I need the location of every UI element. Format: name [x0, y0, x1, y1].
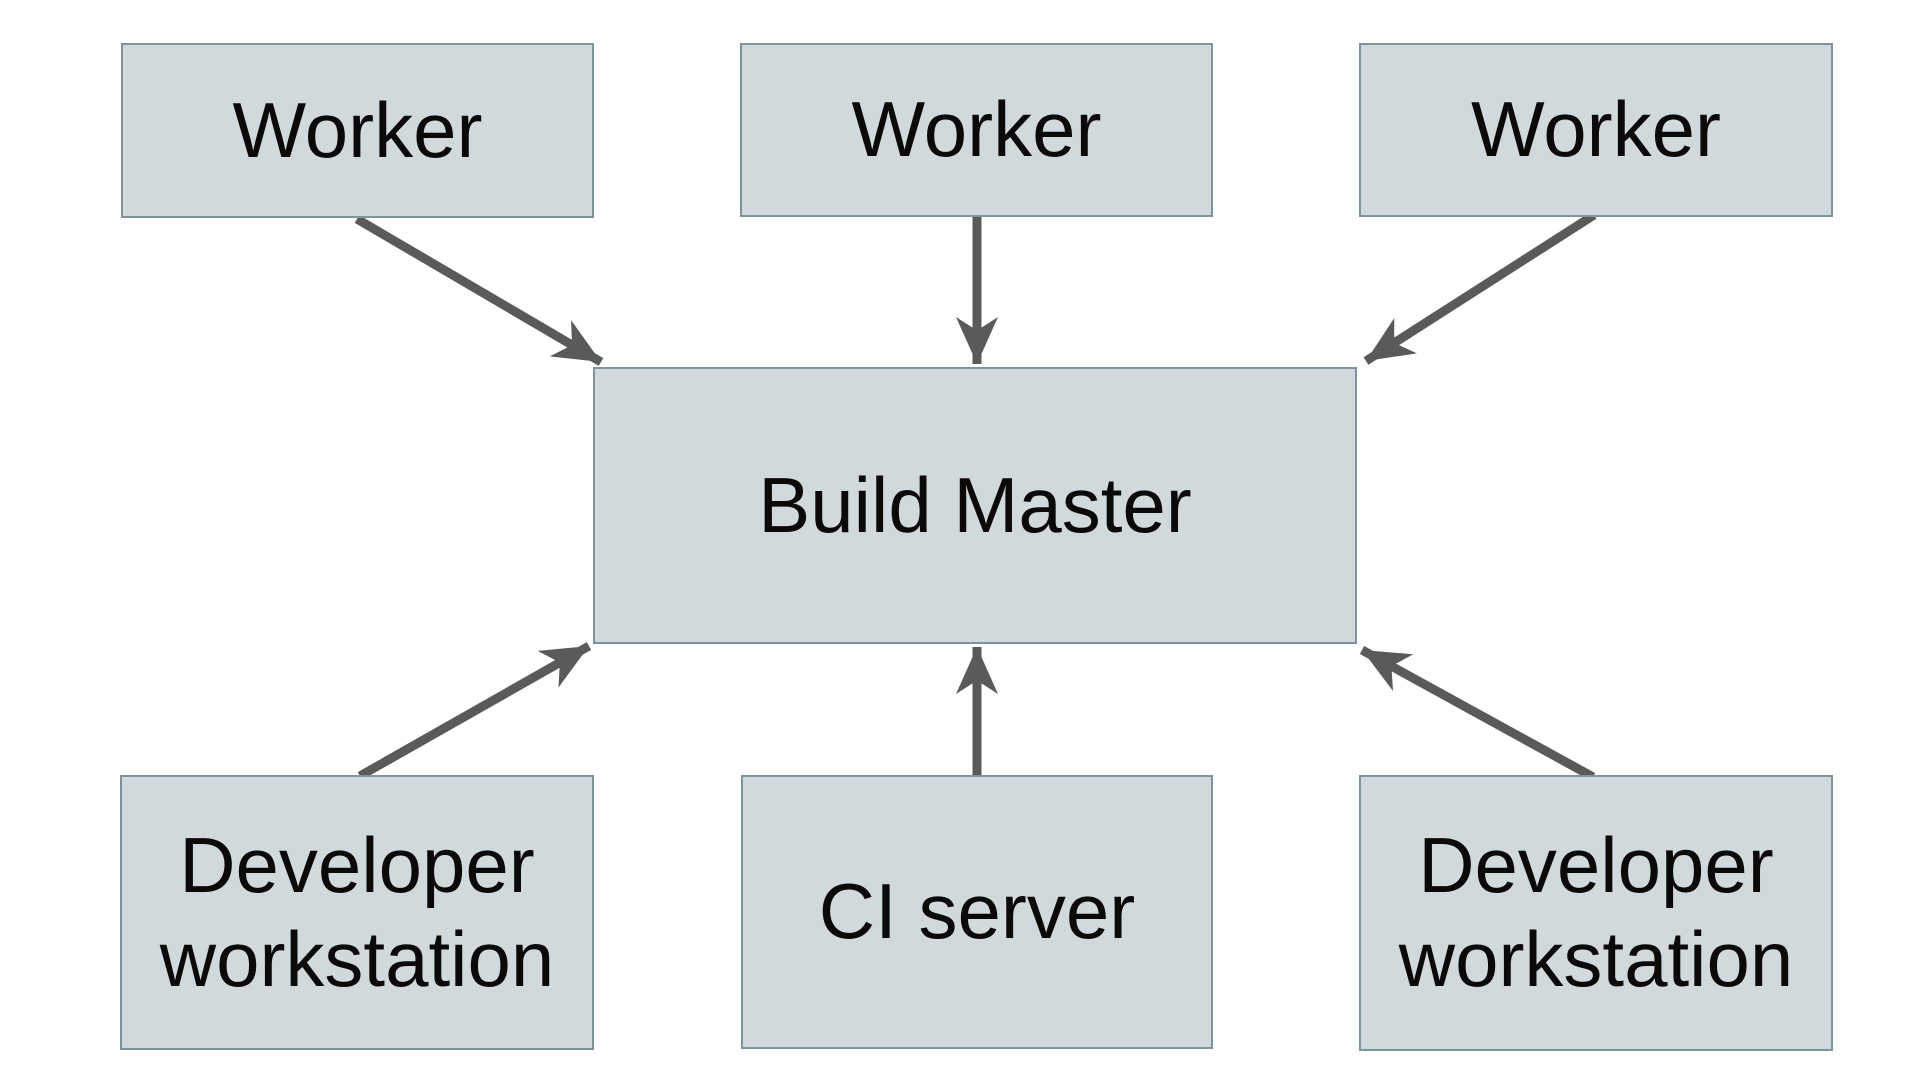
edge-developer-workstation-left-to-build-master: [357, 642, 592, 780]
edge-worker-1-to-build-master: [354, 215, 604, 366]
node-developer-workstation-left: Developer workstation: [120, 775, 594, 1050]
node-developer-workstation-left-label: Developer workstation: [159, 820, 555, 1003]
node-build-master-label: Build Master: [758, 460, 1192, 549]
node-worker-2: Worker: [740, 43, 1213, 217]
node-build-master: Build Master: [593, 367, 1357, 644]
node-worker-3: Worker: [1359, 43, 1833, 217]
node-ci-server: CI server: [741, 775, 1213, 1049]
node-worker-2-label: Worker: [851, 85, 1102, 174]
edge-worker-3-to-build-master: [1363, 211, 1597, 365]
node-worker-1: Worker: [121, 43, 594, 218]
edge-developer-workstation-right-to-build-master: [1359, 646, 1596, 781]
node-ci-server-label: CI server: [818, 867, 1136, 956]
node-developer-workstation-right-label: Developer workstation: [1398, 821, 1794, 1003]
node-developer-workstation-right: Developer workstation: [1359, 775, 1833, 1051]
node-worker-3-label: Worker: [1471, 85, 1721, 174]
node-worker-1-label: Worker: [232, 85, 483, 174]
